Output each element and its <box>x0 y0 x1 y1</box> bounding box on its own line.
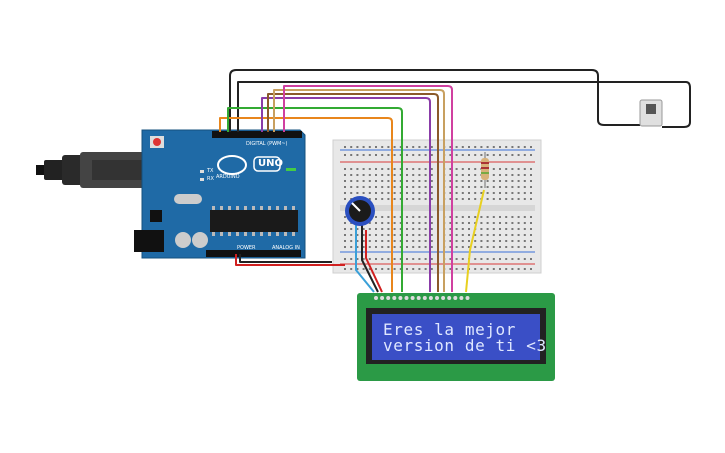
wires <box>219 69 691 293</box>
lcd-display <box>357 293 555 381</box>
analog-label: ANALOG IN <box>272 245 300 251</box>
resistor-icon[interactable] <box>481 152 489 188</box>
potentiometer-icon[interactable] <box>345 196 375 226</box>
lcd-line-2: version de ti <3 <box>383 336 547 355</box>
digital-header-label: DIGITAL (PWM~) <box>246 141 288 147</box>
lcd-line-1: Eres la mejor <box>383 320 517 339</box>
power-label: POWER <box>237 245 256 251</box>
arduino-uno-board[interactable] <box>134 129 306 259</box>
reset-button-icon[interactable] <box>150 136 164 148</box>
arduino-brand: ARDUINO <box>216 174 240 180</box>
arduino-model: UNO <box>258 158 283 169</box>
rx-label: RX <box>207 176 214 182</box>
pushbutton-icon[interactable] <box>639 99 663 127</box>
tx-label: TX <box>207 168 214 174</box>
